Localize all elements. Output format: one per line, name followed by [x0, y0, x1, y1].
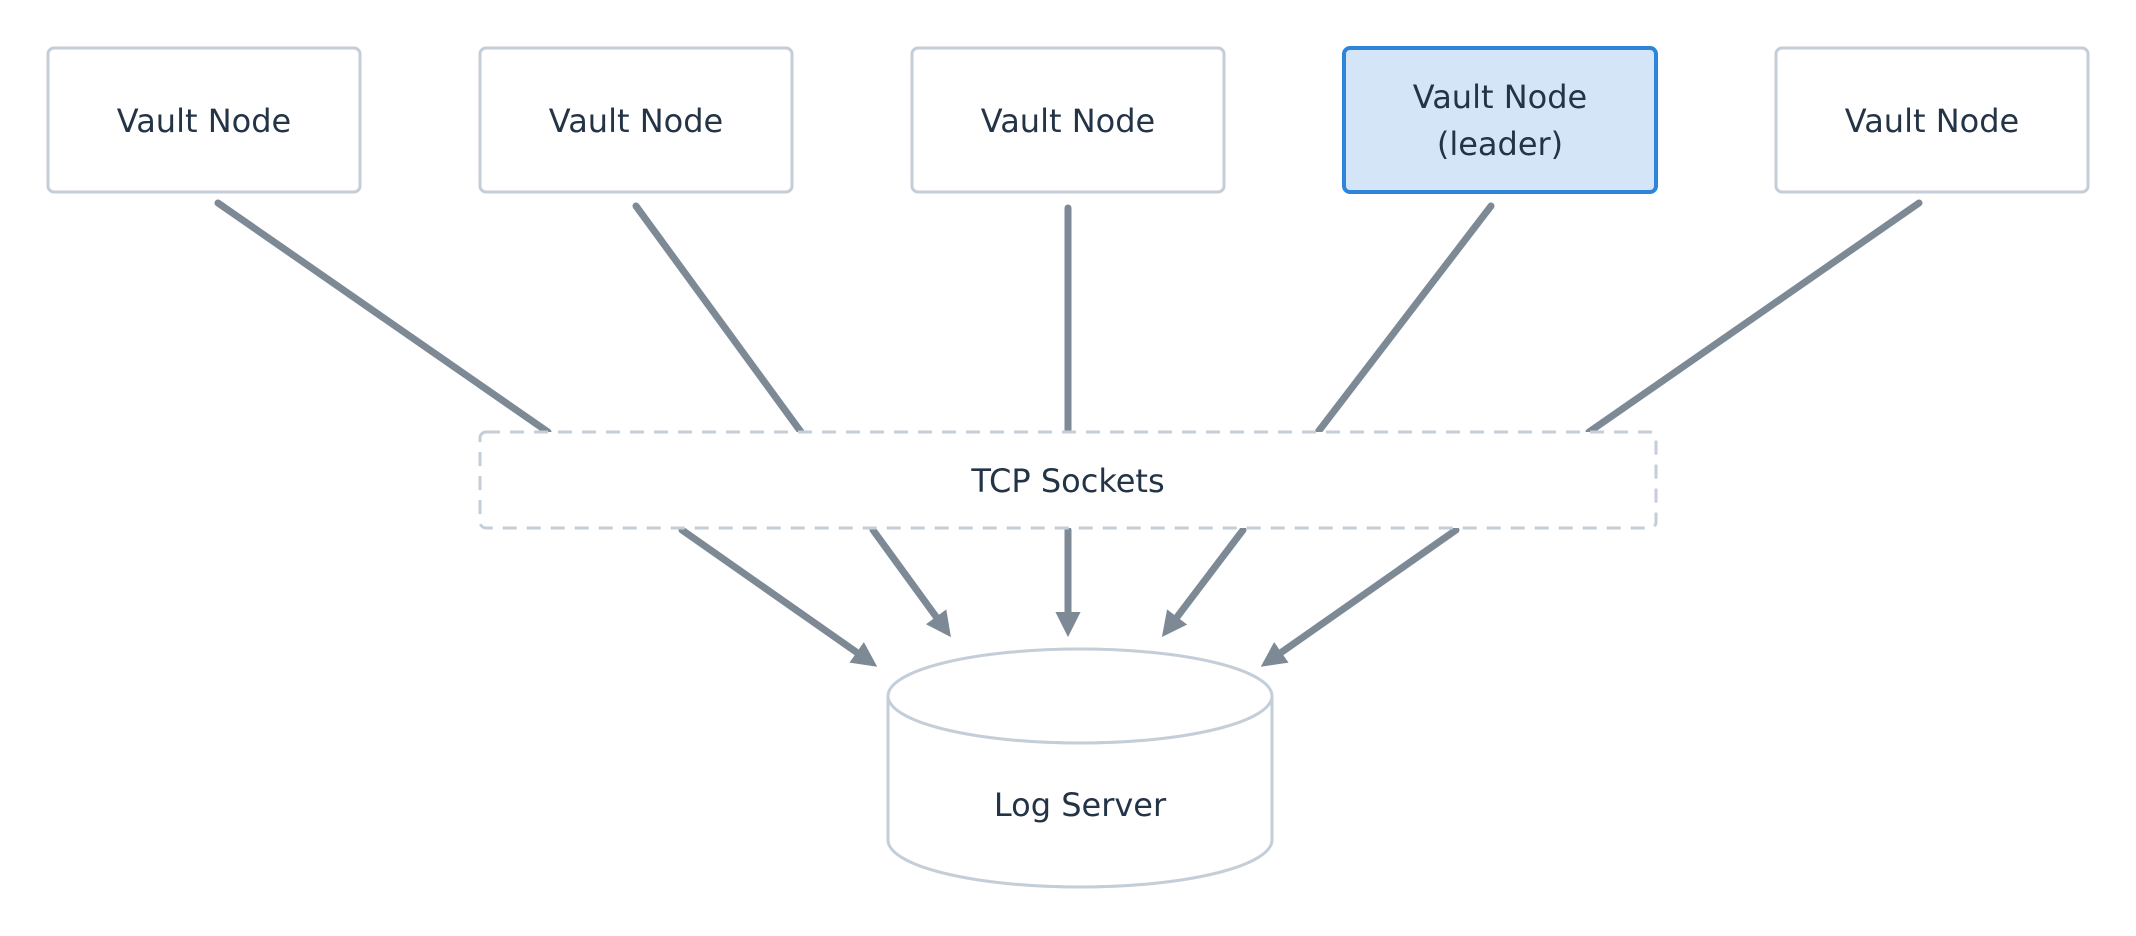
tcp-sockets-box	[478, 430, 1658, 530]
vault-node-2: Vault Node	[478, 46, 794, 194]
vault-node-box	[478, 46, 794, 194]
vault-node-label: Vault Node	[981, 102, 1155, 140]
vault-node-leader-box	[1342, 46, 1658, 194]
node-connectors	[214, 199, 1923, 436]
vault-node-label: Vault Node	[549, 102, 723, 140]
connector-node-1	[214, 199, 552, 436]
arrow-to-server-2	[869, 526, 951, 638]
log-server-label: Log Server	[994, 786, 1167, 824]
connector-node-4	[1314, 202, 1495, 436]
vault-node-box	[46, 46, 362, 194]
socket-arrows	[678, 526, 1460, 667]
leader-label: (leader)	[1437, 125, 1563, 163]
arrow-to-server-4	[1161, 526, 1247, 638]
tcp-sockets-group: TCP Sockets	[478, 430, 1658, 530]
vault-node-5: Vault Node	[1774, 46, 2090, 194]
vault-node-leader: Vault Node (leader)	[1342, 46, 1658, 194]
log-server-top	[886, 647, 1274, 745]
log-server: Log Server	[886, 647, 1274, 889]
log-server-body	[886, 696, 1274, 889]
arrow-to-server-1	[678, 526, 878, 667]
tcp-sockets-label: TCP Sockets	[970, 462, 1164, 500]
vault-node-1: Vault Node	[46, 46, 362, 194]
vault-node-label: Vault Node	[117, 102, 291, 140]
vault-node-label: Vault Node	[1845, 102, 2019, 140]
vault-node-box	[1774, 46, 2090, 194]
connector-node-5	[1585, 199, 1923, 436]
vault-node-3: Vault Node	[910, 46, 1226, 194]
vault-node-label: Vault Node	[1413, 78, 1587, 116]
arrow-to-server-5	[1260, 526, 1460, 667]
connector-node-2	[632, 202, 805, 436]
vault-node-box	[910, 46, 1226, 194]
